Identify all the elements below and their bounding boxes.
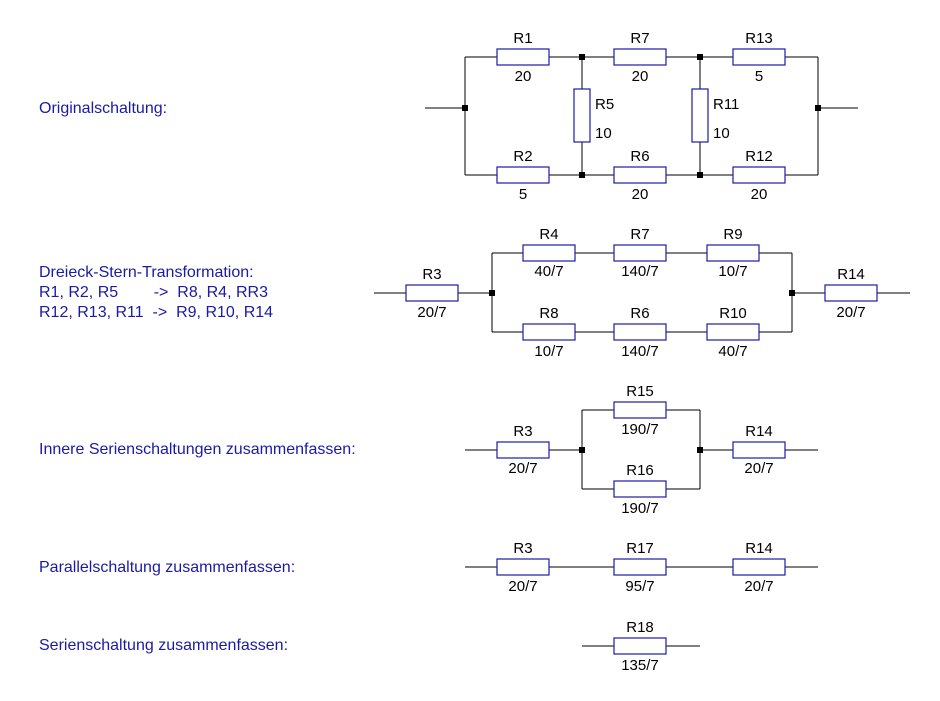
resistor-r6: R6 140/7 bbox=[613, 305, 667, 360]
resistor-label: R1 bbox=[513, 30, 532, 47]
resistor-value: 10/7 bbox=[718, 263, 747, 280]
resistor-label: R15 bbox=[626, 383, 654, 400]
resistor-value: 20/7 bbox=[508, 460, 537, 477]
resistor-value: 20/7 bbox=[744, 578, 773, 595]
resistor-value: 20/7 bbox=[417, 304, 446, 321]
resistor-label: R3 bbox=[513, 423, 532, 440]
resistor-r7: R7 140/7 bbox=[613, 226, 667, 280]
resistor-r10: R10 40/7 bbox=[706, 305, 760, 360]
resistor-label: R16 bbox=[626, 462, 654, 479]
resistor-value: 20/7 bbox=[836, 304, 865, 321]
step-label-original-circuit: Originalschaltung: bbox=[39, 100, 168, 117]
resistor-r2: R2 5 bbox=[496, 148, 550, 203]
resistor-value: 20 bbox=[632, 68, 649, 85]
resistor-value: 20 bbox=[751, 186, 768, 203]
resistor-value: 5 bbox=[755, 68, 763, 85]
resistor-r14: R14 20/7 bbox=[732, 423, 786, 477]
step-label-combine-series: Serienschaltung zusammenfassen: bbox=[39, 637, 289, 654]
resistor-label: R3 bbox=[422, 266, 441, 283]
resistor-label: R3 bbox=[513, 540, 532, 557]
resistor-label: R8 bbox=[539, 305, 558, 322]
resistor-r17: R17 95/7 bbox=[613, 540, 667, 595]
resistor-r3: R3 20/7 bbox=[405, 266, 459, 321]
resistor-label: R4 bbox=[539, 226, 558, 243]
step-label-delta-star-transformation: Dreieck-Stern-Transformation: bbox=[39, 264, 254, 281]
resistor-value: 5 bbox=[519, 186, 527, 203]
resistor-r6: R6 20 bbox=[613, 148, 667, 203]
circuit-series-combined: R18 135/7 bbox=[582, 619, 700, 674]
nodes bbox=[489, 290, 795, 296]
resistor-r9: R9 10/7 bbox=[706, 226, 760, 280]
circuit-original: R1 20 R7 20 R13 5 R5 10 R11 10 R2 5 bbox=[425, 30, 858, 203]
resistor-value: 10/7 bbox=[534, 343, 563, 360]
resistor-r15: R15 190/7 bbox=[613, 383, 667, 438]
resistor-label: R11 bbox=[713, 96, 739, 113]
resistor-value: 135/7 bbox=[621, 657, 659, 674]
resistor-label: R18 bbox=[626, 619, 654, 636]
resistor-r14: R14 20/7 bbox=[824, 266, 878, 321]
resistor-label: R14 bbox=[745, 423, 773, 440]
resistor-r3: R3 20/7 bbox=[496, 540, 550, 595]
resistor-value: 10 bbox=[713, 125, 730, 142]
transformation-mapping-1: R1, R2, R5 -> R8, R4, RR3 bbox=[39, 284, 268, 301]
resistor-label: R14 bbox=[745, 540, 773, 557]
resistor-label: R14 bbox=[837, 266, 865, 283]
step-label-combine-inner-series: Innere Serienschaltungen zusammenfassen: bbox=[39, 441, 356, 458]
resistor-label: R5 bbox=[595, 96, 614, 113]
resistor-r11: R11 10 bbox=[691, 88, 739, 143]
resistor-r4: R4 40/7 bbox=[522, 226, 576, 280]
resistor-value: 140/7 bbox=[621, 263, 659, 280]
resistor-r7: R7 20 bbox=[613, 30, 667, 85]
resistor-r8: R8 10/7 bbox=[522, 305, 576, 360]
resistor-label: R12 bbox=[745, 148, 773, 165]
resistor-value: 20/7 bbox=[508, 578, 537, 595]
resistor-value: 40/7 bbox=[718, 343, 747, 360]
resistor-r14: R14 20/7 bbox=[732, 540, 786, 595]
resistor-r12: R12 20 bbox=[732, 148, 786, 203]
resistor-value: 10 bbox=[595, 125, 612, 142]
transformation-mapping-2: R12, R13, R11 -> R9, R10, R14 bbox=[39, 304, 274, 321]
resistor-value: 95/7 bbox=[625, 578, 654, 595]
resistor-value: 20/7 bbox=[744, 460, 773, 477]
resistor-label: R10 bbox=[719, 305, 747, 322]
resistor-label: R6 bbox=[630, 305, 649, 322]
resistor-value: 20 bbox=[515, 68, 532, 85]
resistor-label: R9 bbox=[723, 226, 742, 243]
resistor-r18: R18 135/7 bbox=[613, 619, 667, 674]
resistor-label: R6 bbox=[630, 148, 649, 165]
resistor-value: 190/7 bbox=[621, 421, 659, 438]
circuit-delta-star: R3 20/7 R4 40/7 R7 140/7 R9 10/7 R8 10/7… bbox=[374, 226, 910, 360]
resistor-r13: R13 5 bbox=[732, 30, 786, 85]
resistor-r3: R3 20/7 bbox=[496, 423, 550, 477]
circuit-parallel-combined: R3 20/7 R17 95/7 R14 20/7 bbox=[465, 540, 818, 595]
resistor-label: R13 bbox=[745, 30, 773, 47]
resistor-label: R2 bbox=[513, 148, 532, 165]
resistor-label: R17 bbox=[626, 540, 654, 557]
resistor-value: 140/7 bbox=[621, 343, 659, 360]
resistor-value: 40/7 bbox=[534, 263, 563, 280]
resistor-label: R7 bbox=[630, 30, 649, 47]
nodes bbox=[579, 447, 703, 453]
resistor-r1: R1 20 bbox=[496, 30, 550, 85]
nodes bbox=[462, 54, 821, 178]
resistor-value: 20 bbox=[632, 186, 649, 203]
resistor-label: R7 bbox=[630, 226, 649, 243]
resistor-r16: R16 190/7 bbox=[613, 462, 667, 517]
wires bbox=[374, 252, 910, 333]
step-label-combine-parallel: Parallelschaltung zusammenfassen: bbox=[39, 559, 296, 576]
resistor-value: 190/7 bbox=[621, 500, 659, 517]
resistor-r5: R5 10 bbox=[573, 88, 614, 143]
circuit-inner-series-combined: R3 20/7 R15 190/7 R16 190/7 R14 20/7 bbox=[465, 383, 818, 517]
